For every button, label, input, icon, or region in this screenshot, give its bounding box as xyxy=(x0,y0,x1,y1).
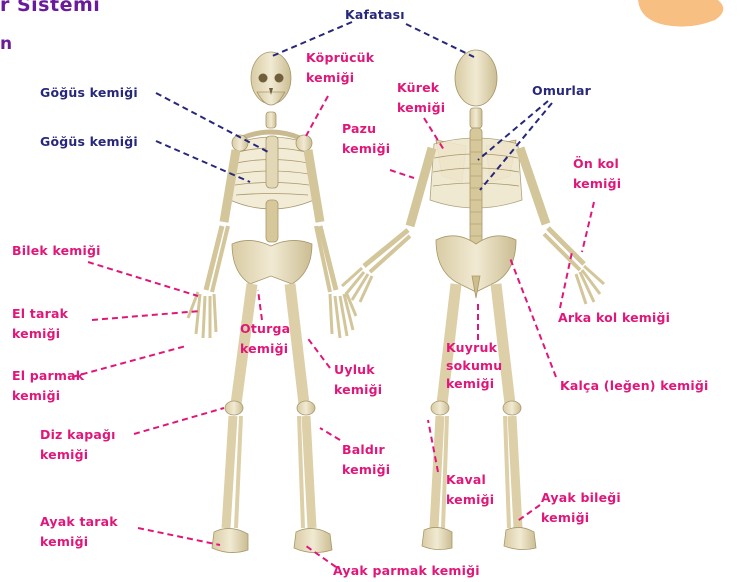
line-ayaktarak xyxy=(138,528,220,545)
front-skeleton xyxy=(188,52,356,553)
label-gogus-1: Göğüs kemiği xyxy=(40,85,138,100)
line-baldir xyxy=(320,428,340,440)
line-kalca xyxy=(510,258,556,377)
decorative-blob xyxy=(638,0,723,27)
label-kafatasi: Kafatası xyxy=(345,7,405,22)
line-onkol xyxy=(582,202,594,252)
line-elparmak xyxy=(72,346,186,377)
line-eltarak xyxy=(92,311,200,320)
line-oturga xyxy=(258,290,262,320)
back-skull xyxy=(455,50,497,106)
label-ayakparmak: Ayak parmak kemiği xyxy=(333,563,480,578)
label-gogus-2: Göğüs kemiği xyxy=(40,134,138,149)
front-sternum xyxy=(266,136,278,188)
line-pazu xyxy=(390,170,414,178)
front-pelvis xyxy=(232,240,312,284)
line-kopracak xyxy=(306,96,328,136)
label-arkakol: Arka kol kemiği xyxy=(558,310,670,325)
label-kalca: Kalça (leğen) kemiği xyxy=(560,378,708,393)
label-omurlar: Omurlar xyxy=(532,83,591,98)
line-bilek xyxy=(88,262,198,296)
line-dizkapagi xyxy=(134,408,224,434)
line-uyluk xyxy=(306,336,330,368)
line-kafatasi-back xyxy=(406,24,474,57)
label-bilek: Bilek kemiği xyxy=(12,243,101,258)
